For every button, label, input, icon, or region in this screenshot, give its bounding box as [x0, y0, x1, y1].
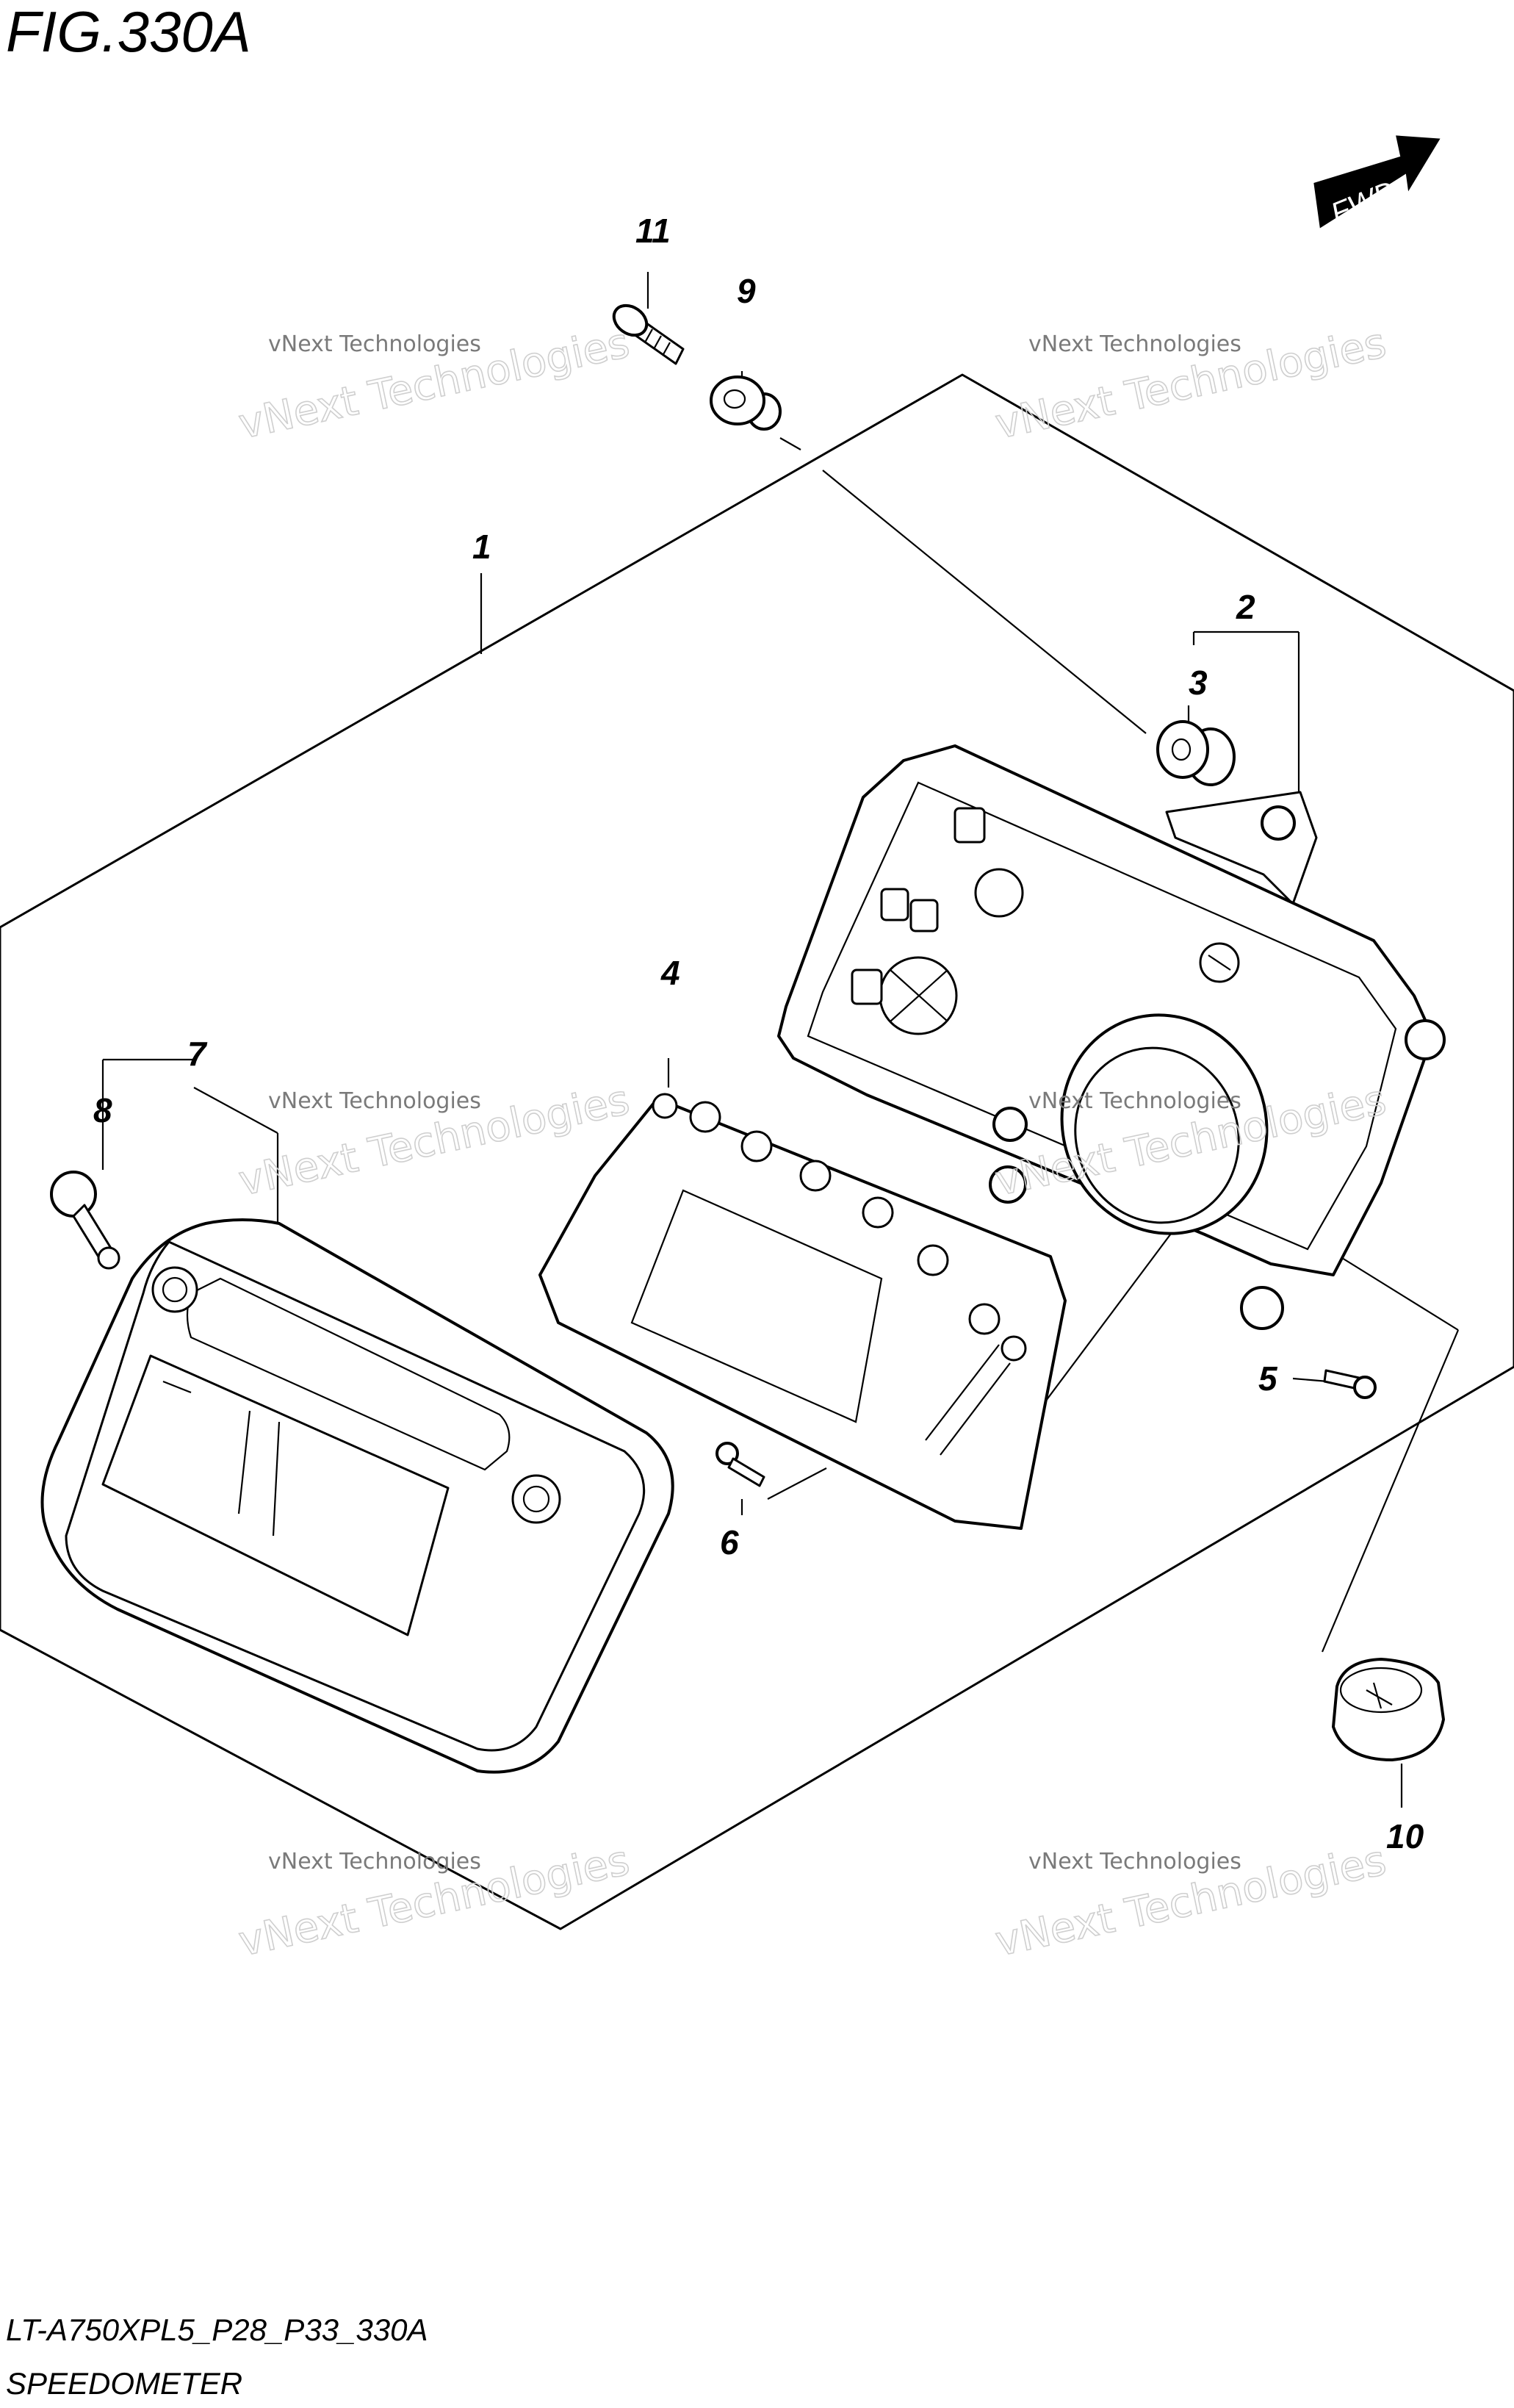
callout-2: 2	[1236, 588, 1255, 626]
front-cover-part-7	[40, 1218, 674, 1774]
rear-case	[777, 744, 1446, 1330]
callout-3: 3	[1189, 664, 1208, 702]
screw-part-8	[50, 1171, 120, 1270]
bolt-part-11	[612, 303, 685, 365]
callout-10: 10	[1386, 1817, 1424, 1855]
footer-name: SPEEDOMETER	[6, 2366, 242, 2401]
callout-9: 9	[737, 272, 756, 310]
meter-module-part-4	[538, 1093, 1067, 1530]
callout-5: 5	[1258, 1359, 1278, 1398]
callout-11: 11	[635, 212, 671, 250]
callout-7: 7	[187, 1035, 208, 1073]
fwd-arrow-icon: FWD	[1313, 135, 1441, 230]
svg-text:vNext Technologies: vNext Technologies	[268, 331, 481, 357]
callout-6: 6	[720, 1523, 739, 1561]
bracket-part-2	[1165, 791, 1318, 905]
watermark-top-left: vNext Technologies vNext Technologies	[234, 319, 634, 450]
callout-8: 8	[93, 1091, 112, 1129]
grommet-part-9	[710, 375, 782, 431]
watermark-mid-left: vNext Technologies vNext Technologies	[234, 1076, 634, 1207]
callout-1: 1	[472, 528, 491, 566]
callout-4: 4	[660, 954, 680, 992]
svg-text:vNext Technologies: vNext Technologies	[1028, 1849, 1241, 1875]
assembly-outline	[0, 373, 1514, 1930]
svg-text:vNext Technologies: vNext Technologies	[268, 1088, 481, 1114]
watermark-bottom-right: vNext Technologies vNext Technologies	[991, 1836, 1391, 1967]
svg-text:vNext Technologies: vNext Technologies	[268, 1849, 481, 1875]
watermark-top-right: vNext Technologies vNext Technologies	[991, 319, 1391, 450]
bulb-part-10	[1332, 1658, 1445, 1761]
svg-text:vNext Technologies: vNext Technologies	[1028, 331, 1241, 357]
screw-part-5	[1323, 1369, 1377, 1399]
screw-part-6	[715, 1442, 765, 1487]
svg-text:vNext Technologies: vNext Technologies	[1028, 1088, 1241, 1114]
cushion-part-3	[1156, 720, 1236, 786]
footer-code: LT-A750XPL5_P28_P33_330A	[6, 2312, 428, 2347]
figure-title: FIG.330A	[6, 0, 251, 64]
watermark-bottom-left: vNext Technologies vNext Technologies	[234, 1836, 634, 1967]
